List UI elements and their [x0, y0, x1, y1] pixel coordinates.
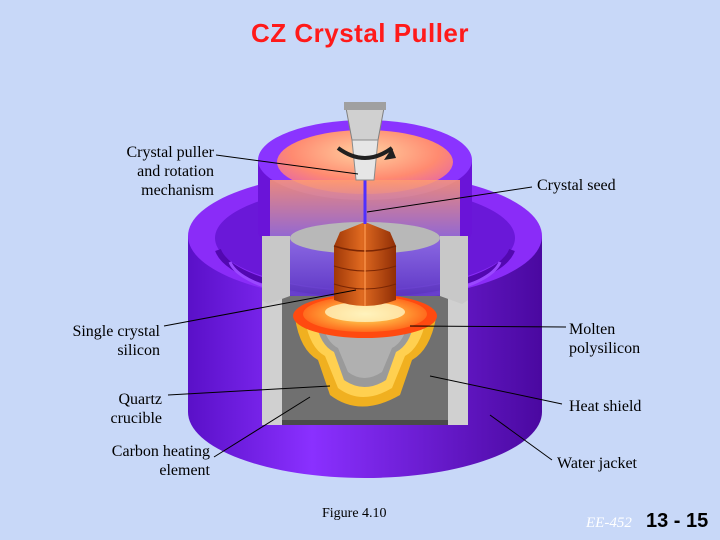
course-code: EE-452: [586, 515, 632, 532]
label-water-jacket: Water jacket: [557, 454, 637, 473]
label-heat-shield: Heat shield: [569, 397, 641, 416]
label-crystal-seed: Crystal seed: [537, 176, 616, 195]
heat-shield-top-left: [262, 236, 290, 304]
label-molten-polysilicon: Molten polysilicon: [569, 320, 640, 358]
crystal-ingot: [334, 222, 396, 306]
figure-caption: Figure 4.10: [322, 506, 387, 522]
heat-shield-wall-right: [448, 296, 468, 425]
label-single-crystal: Single crystal silicon: [42, 322, 160, 360]
label-crystal-puller: Crystal puller and rotation mechanism: [100, 143, 214, 200]
page-number: 13 - 15: [646, 510, 708, 533]
heat-shield-top-right: [440, 236, 468, 304]
label-carbon-heating: Carbon heating element: [80, 442, 210, 480]
heat-shield-wall-left: [262, 296, 282, 425]
label-quartz-crucible: Quartz crucible: [60, 390, 162, 428]
